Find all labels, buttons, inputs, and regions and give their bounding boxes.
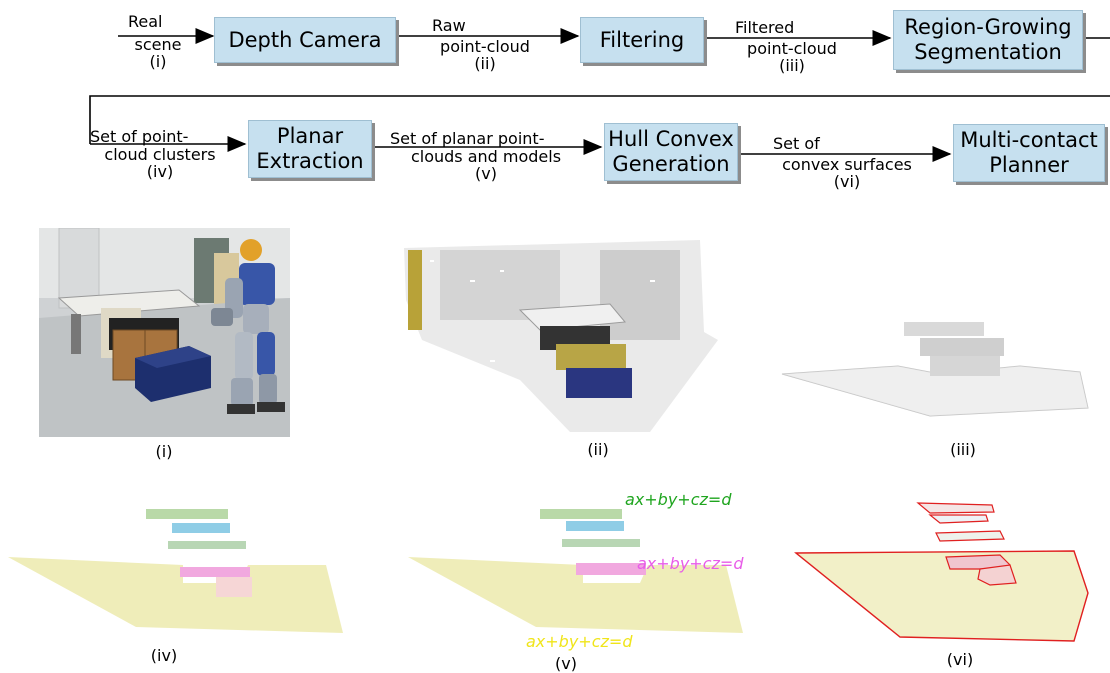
- flow-connectors: [89, 28, 1110, 162]
- edge-label-line: (i): [149, 52, 167, 71]
- hull-label-line1: Hull Convex: [608, 127, 734, 151]
- depth-camera-box: Depth Camera: [214, 17, 396, 63]
- depth-camera-label: Depth Camera: [228, 27, 382, 52]
- edge-label-line: Set of planar point-: [390, 129, 545, 148]
- edge-label-line: (v): [475, 164, 497, 183]
- segmentation-box: Region-Growing Segmentation: [893, 10, 1083, 70]
- edge-label-point-cloud-clusters: Set of point- cloud clusters (iv): [90, 128, 230, 180]
- edge-label-line: Filtered: [735, 18, 795, 37]
- multi-contact-planner-box: Multi-contact Planner: [953, 124, 1105, 182]
- planar-models: [408, 509, 743, 633]
- edge-label-line: (ii): [474, 54, 496, 73]
- planner-label-line2: Planner: [989, 153, 1069, 177]
- segmentation-label-line1: Region-Growing: [904, 15, 1072, 39]
- equation-magenta: ax+by+cz=d: [637, 554, 744, 573]
- hull-label-line2: Generation: [612, 152, 730, 176]
- edge-label-line: convex surfaces: [782, 155, 912, 174]
- planner-label-line1: Multi-contact: [960, 128, 1098, 152]
- edge-label-line: (vi): [833, 172, 861, 191]
- edge-label-line: clouds and models: [410, 147, 562, 166]
- edge-label-raw-point-cloud: Raw point-cloud (ii): [420, 17, 550, 72]
- edge-label-line: point-cloud: [747, 39, 837, 58]
- planar-label-line2: Extraction: [256, 149, 364, 173]
- planar-extraction-box: Planar Extraction: [248, 120, 372, 178]
- caption-i: (i): [155, 442, 173, 461]
- hull-convex-box: Hull Convex Generation: [604, 123, 738, 181]
- raw-point-cloud: [404, 240, 718, 432]
- edge-label-line: Set of: [773, 134, 820, 153]
- edge-label-line: Real: [128, 12, 163, 31]
- segmentation-label-line2: Segmentation: [914, 40, 1062, 64]
- edge-label-convex-surfaces: Set of convex surfaces (vi): [767, 135, 927, 190]
- edge-label-planar-clouds-models: Set of planar point- clouds and models (…: [386, 130, 586, 182]
- arrow-wrap-line: [89, 95, 1110, 144]
- edge-label-line: Set of point-: [90, 127, 189, 146]
- edge-label-line: Raw: [432, 16, 466, 35]
- filtered-point-cloud: [781, 322, 1089, 417]
- caption-ii: (ii): [587, 440, 609, 459]
- edge-label-line: scene: [134, 35, 182, 54]
- edge-label-real-scene: Real scene (i): [118, 13, 198, 70]
- equation-green: ax+by+cz=d: [625, 490, 732, 509]
- planar-label-line1: Planar: [276, 124, 344, 148]
- caption-v: (v): [555, 654, 577, 673]
- caption-vi: (vi): [946, 650, 974, 669]
- equation-yellow: ax+by+cz=d: [526, 632, 633, 651]
- filtering-label: Filtering: [599, 27, 685, 52]
- point-cloud-clusters: [8, 509, 343, 633]
- real-scene-photo: [39, 228, 290, 437]
- edge-label-line: cloud clusters: [104, 145, 216, 164]
- convex-surfaces: [794, 502, 1089, 642]
- edge-label-line: (iv): [146, 162, 174, 181]
- caption-iii: (iii): [950, 440, 976, 459]
- edge-label-line: point-cloud: [440, 37, 530, 56]
- caption-iv: (iv): [150, 646, 178, 665]
- edge-label-filtered-point-cloud: Filtered point-cloud (iii): [727, 19, 857, 74]
- filtering-box: Filtering: [580, 17, 704, 63]
- edge-label-line: (iii): [779, 56, 805, 75]
